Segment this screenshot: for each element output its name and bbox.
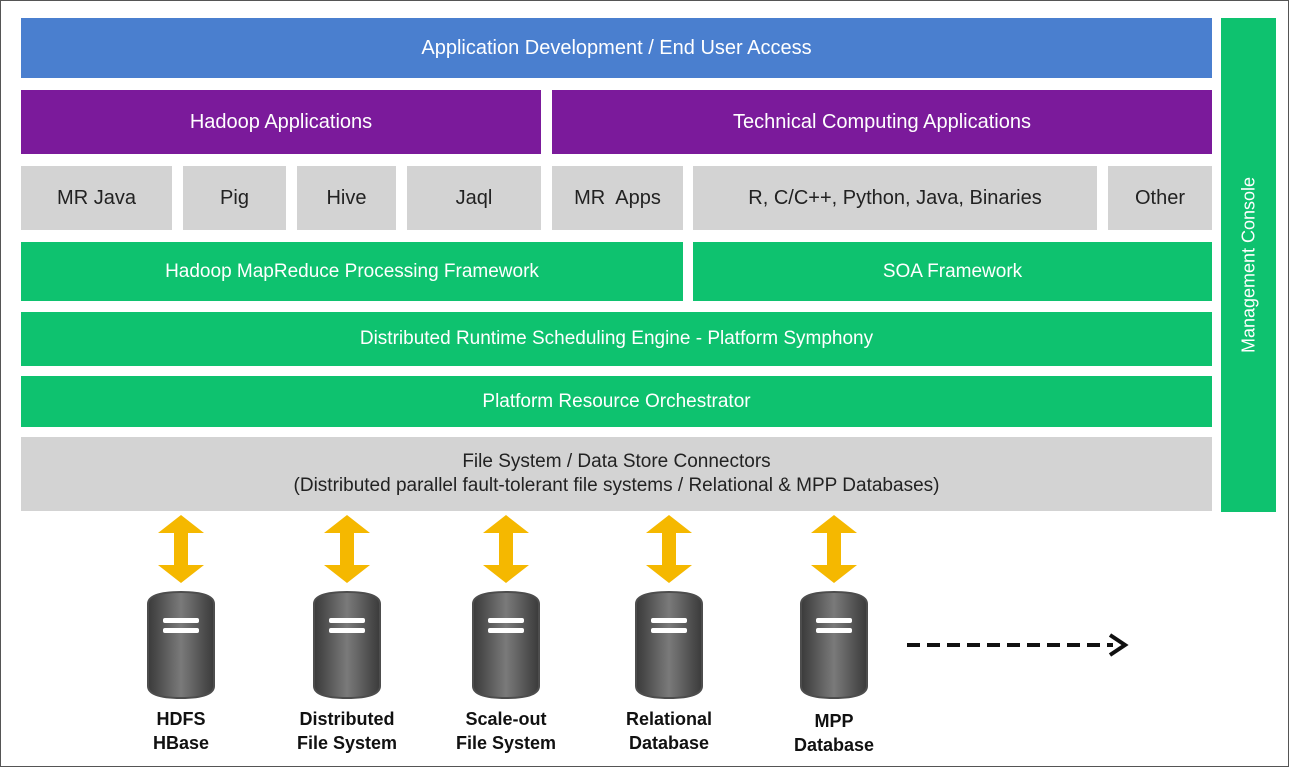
app-label: Pig [220,186,249,209]
hadoop-applications-layer: Hadoop Applications [21,90,541,154]
app-jaql: Jaql [407,166,541,230]
double-arrow-icon [646,515,692,583]
data-store-label-line2: Database [793,735,875,755]
scheduling-engine-label: Distributed Runtime Scheduling Engine - … [359,328,874,349]
data-store-label-line1: Relational [625,709,713,729]
connectors-title: File System / Data Store Connectors [462,451,771,472]
resource-orchestrator-label: Platform Resource Orchestrator [482,390,751,412]
data-store-connectors-layer: File System / Data Store Connectors (Dis… [21,437,1212,511]
scheduling-engine-layer: Distributed Runtime Scheduling Engine - … [21,312,1212,366]
app-languages: R, C/C++, Python, Java, Binaries [693,166,1097,230]
app-label: R, C/C++, Python, Java, Binaries [748,186,1042,209]
soa-framework-label: SOA Framework [882,260,1023,282]
application-access-layer: Application Development / End User Acces… [21,18,1212,78]
hadoop-applications-label: Hadoop Applications [189,110,373,133]
technical-computing-applications-layer: Technical Computing Applications [552,90,1212,154]
data-store-label-line1: Distributed [299,709,395,729]
app-other: Other [1108,166,1212,230]
data-store-label-line2: File System [455,733,557,753]
more-stores-arrow-icon [907,633,1129,657]
database-icon [313,590,381,700]
app-mr-java: MR Java [21,166,172,230]
double-arrow-icon [324,515,370,583]
database-icon [472,590,540,700]
management-console-layer: Management Console [1221,18,1276,512]
double-arrow-icon [811,515,857,583]
double-arrow-icon [483,515,529,583]
data-store-label-line2: HBase [152,733,210,753]
management-console-label: Management Console [1238,176,1258,354]
data-store-label-line1: HDFS [156,709,206,729]
mapreduce-framework-layer: Hadoop MapReduce Processing Framework [21,242,683,301]
data-store-label-line1: MPP [814,711,854,731]
data-store-label-line1: Scale-out [465,709,547,729]
soa-framework-layer: SOA Framework [693,242,1212,301]
data-store-label: MPP Database [754,709,914,757]
app-label: MR Apps [574,186,661,209]
app-label: Hive [326,186,367,209]
application-access-label: Application Development / End User Acces… [421,36,812,59]
data-store-label-line2: Database [628,733,710,753]
database-icon [800,590,868,700]
app-hive: Hive [297,166,396,230]
resource-orchestrator-layer: Platform Resource Orchestrator [21,376,1212,427]
app-label: Jaql [455,186,493,209]
app-pig: Pig [183,166,286,230]
double-arrow-icon [158,515,204,583]
data-store-label: HDFS HBase [101,707,261,755]
database-icon [147,590,215,700]
app-label: MR Java [57,186,136,209]
database-icon [635,590,703,700]
technical-computing-applications-label: Technical Computing Applications [733,110,1031,133]
data-store-label-line2: File System [296,733,398,753]
app-mr-apps: MR Apps [552,166,683,230]
connectors-description: (Distributed parallel fault-tolerant fil… [293,475,940,496]
app-label: Other [1134,186,1186,209]
mapreduce-framework-label: Hadoop MapReduce Processing Framework [165,260,539,282]
